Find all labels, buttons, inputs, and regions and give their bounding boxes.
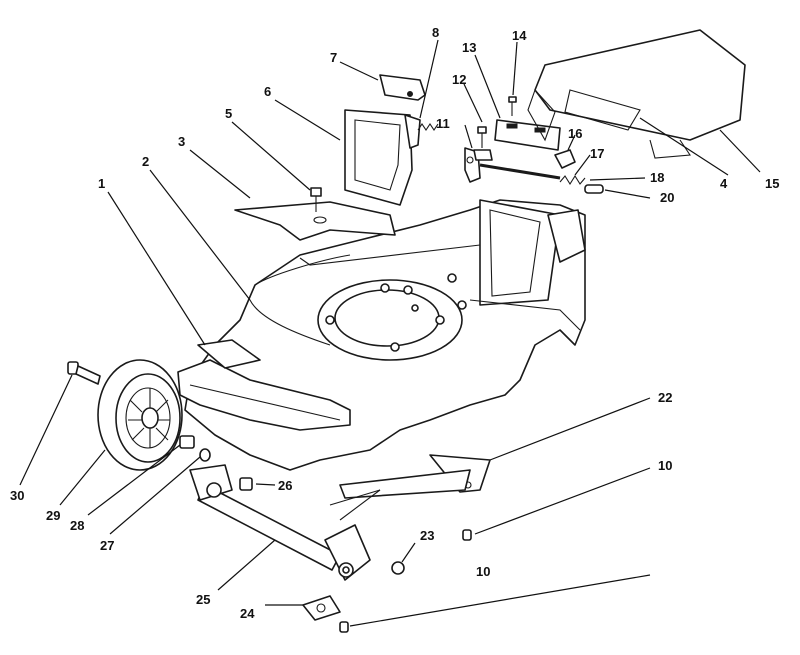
- callout-20: 20: [660, 190, 674, 205]
- callout-12: 12: [452, 72, 466, 87]
- bolt-10-lower: [339, 621, 349, 633]
- callout-labels: 1 2 3 4 5 6 7 8 10 10 11 12 13 14 15 16 …: [10, 25, 779, 621]
- torsion-spring: [559, 174, 586, 186]
- hinge-rod: [479, 163, 561, 180]
- callout-11: 11: [436, 116, 450, 131]
- callout-6: 6: [264, 84, 271, 99]
- wheel: [97, 359, 183, 471]
- mower-deck: [177, 199, 586, 471]
- callout-29: 29: [46, 508, 60, 523]
- callout-30: 30: [10, 488, 24, 503]
- callout-15: 15: [765, 176, 779, 191]
- callout-22: 22: [658, 390, 672, 405]
- latch: [379, 74, 426, 101]
- callout-10-lower: 10: [476, 564, 490, 579]
- nut-26: [239, 477, 253, 491]
- callout-3: 3: [178, 134, 185, 149]
- callout-2: 2: [142, 154, 149, 169]
- callout-8: 8: [432, 25, 439, 40]
- callout-14: 14: [512, 28, 527, 43]
- hinge-plate: [494, 119, 561, 151]
- nut-23: [391, 561, 405, 575]
- leader-lines: [19, 39, 761, 627]
- callout-17: 17: [590, 146, 604, 161]
- axle: [189, 464, 371, 581]
- callout-5: 5: [225, 106, 232, 121]
- callout-24: 24: [240, 606, 255, 621]
- deflector-plate: [234, 201, 396, 241]
- callout-28: 28: [70, 518, 84, 533]
- callout-4: 4: [720, 176, 728, 191]
- screw-12: [473, 126, 493, 161]
- spring: [417, 123, 439, 131]
- callout-10-upper: 10: [658, 458, 672, 473]
- spacer-28: [179, 435, 195, 449]
- callout-1: 1: [98, 176, 105, 191]
- callout-16: 16: [568, 126, 582, 141]
- callout-13: 13: [462, 40, 476, 55]
- plate-24: [302, 595, 341, 621]
- washer-27: [199, 448, 211, 462]
- callout-26: 26: [278, 478, 292, 493]
- rear-door-frame: [344, 109, 421, 206]
- callout-23: 23: [420, 528, 434, 543]
- rear-door-cover: [527, 29, 746, 159]
- bolt-10-upper: [462, 529, 472, 541]
- pin: [584, 184, 604, 194]
- bolt-5: [310, 187, 322, 212]
- trailing-shield: [329, 469, 471, 521]
- callout-25: 25: [196, 592, 210, 607]
- callout-18: 18: [650, 170, 664, 185]
- spring-clip: [554, 149, 576, 169]
- wheel-bolt: [67, 361, 101, 385]
- screw-14: [508, 96, 517, 116]
- callout-7: 7: [330, 50, 337, 65]
- callout-27: 27: [100, 538, 114, 553]
